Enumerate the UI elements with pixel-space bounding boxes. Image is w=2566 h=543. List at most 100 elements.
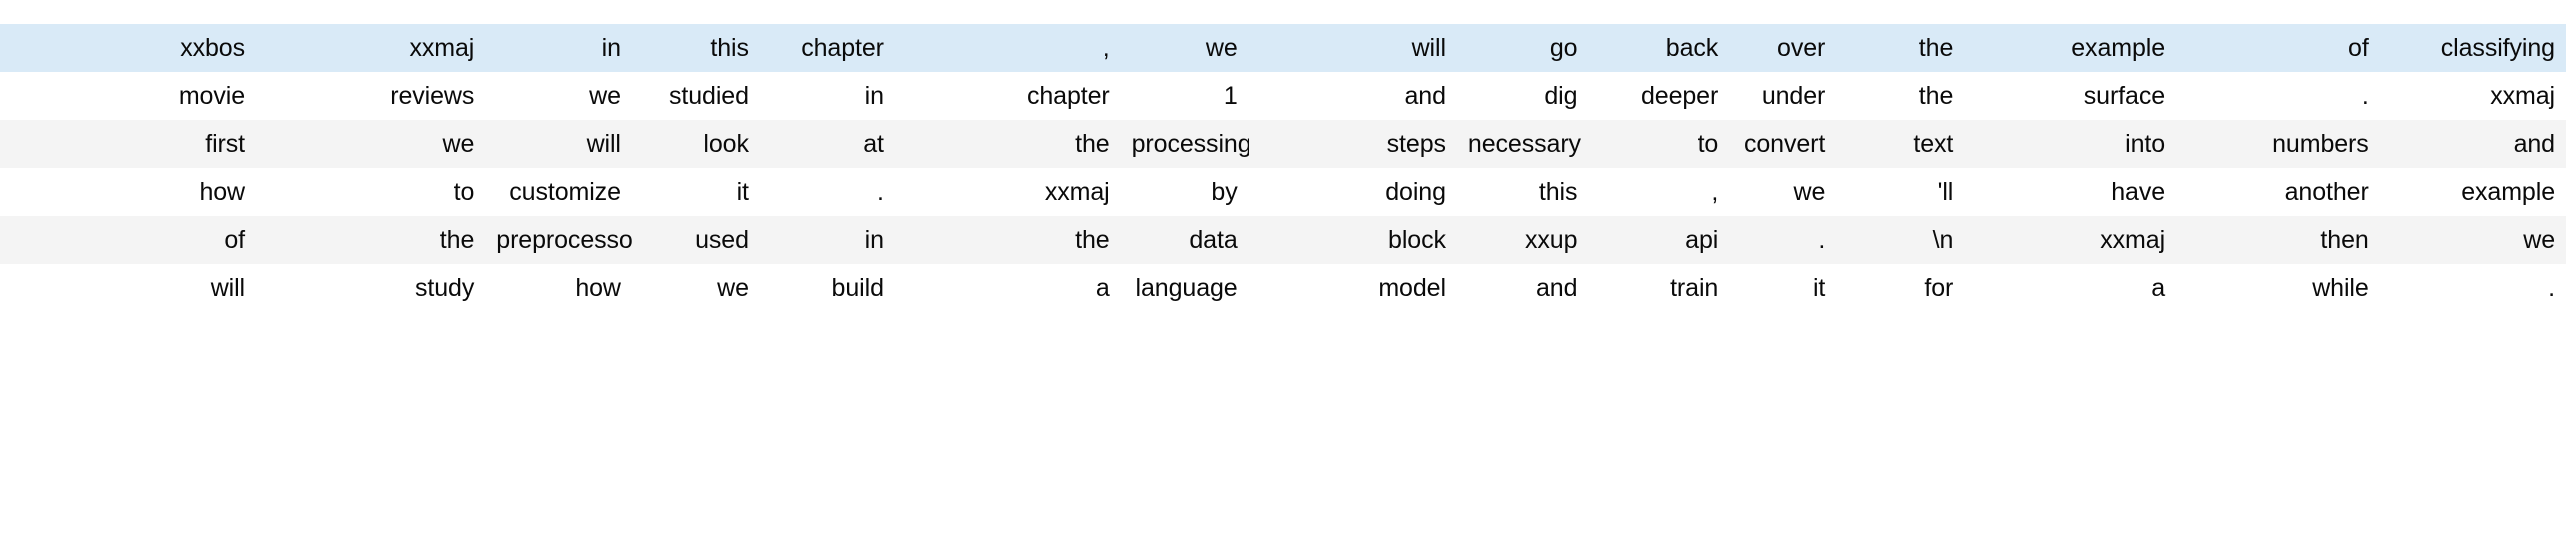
table-row: movie reviews we studied in chapter 1 an…: [0, 72, 2566, 120]
token-cell: look: [631, 120, 760, 168]
token-cell: example: [2379, 168, 2566, 216]
token-cell: 1: [1120, 72, 1249, 120]
token-cell: text: [1836, 120, 1965, 168]
token-cell: and: [1456, 264, 1589, 312]
token-cell: this: [1456, 168, 1589, 216]
token-cell: \n: [1836, 216, 1965, 264]
token-cell: how: [485, 264, 632, 312]
token-cell: xxmaj: [894, 168, 1121, 216]
token-cell: have: [1964, 168, 2177, 216]
token-cell: we: [1120, 24, 1249, 72]
token-cell: ,: [894, 24, 1121, 72]
token-cell: it: [631, 168, 760, 216]
token-cell: reviews: [256, 72, 486, 120]
token-cell: studied: [631, 72, 760, 120]
token-cell: xxmaj: [1964, 216, 2177, 264]
token-cell: of: [124, 216, 257, 264]
token-cell: back: [1588, 24, 1730, 72]
token-cell: [0, 24, 125, 72]
token-cell: we: [1729, 168, 1837, 216]
token-cell: [0, 168, 125, 216]
token-cell: chapter: [759, 24, 895, 72]
token-cell: first: [124, 120, 257, 168]
token-cell: the: [894, 216, 1121, 264]
token-cell: a: [894, 264, 1121, 312]
token-cell: train: [1588, 264, 1730, 312]
token-cell: of: [2176, 24, 2380, 72]
token-cell: .: [1729, 216, 1837, 264]
token-cell: surface: [1964, 72, 2177, 120]
token-cell: by: [1120, 168, 1249, 216]
token-table-body: xxbos xxmaj in this chapter , we will go…: [0, 24, 2566, 312]
token-cell: go: [1456, 24, 1589, 72]
token-cell: doing: [1248, 168, 1457, 216]
token-cell: used: [631, 216, 760, 264]
token-cell: and: [1248, 72, 1457, 120]
token-cell: classifying: [2379, 24, 2566, 72]
token-cell: for: [1836, 264, 1965, 312]
token-cell: api: [1588, 216, 1730, 264]
token-cell: example: [1964, 24, 2177, 72]
token-cell: deeper: [1588, 72, 1730, 120]
token-cell: to: [1588, 120, 1730, 168]
token-cell: we: [256, 120, 486, 168]
token-cell: chapter: [894, 72, 1121, 120]
token-cell: we: [485, 72, 632, 120]
token-cell: data: [1120, 216, 1249, 264]
token-cell: necessary: [1456, 120, 1589, 168]
token-cell: xxmaj: [2379, 72, 2566, 120]
token-cell: .: [2176, 72, 2380, 120]
token-cell: the: [1836, 24, 1965, 72]
token-cell: .: [2379, 264, 2566, 312]
token-cell: will: [485, 120, 632, 168]
token-cell: the: [1836, 72, 1965, 120]
token-cell: to: [256, 168, 486, 216]
token-cell: [0, 264, 125, 312]
token-cell: we: [631, 264, 760, 312]
token-cell: the: [256, 216, 486, 264]
token-cell: processing: [1120, 120, 1249, 168]
table-row: xxbos xxmaj in this chapter , we will go…: [0, 24, 2566, 72]
token-cell: .: [759, 168, 895, 216]
table-row: will study how we build a language model…: [0, 264, 2566, 312]
token-cell: in: [485, 24, 632, 72]
token-table: xxbos xxmaj in this chapter , we will go…: [0, 24, 2566, 312]
token-cell: will: [124, 264, 257, 312]
token-cell: then: [2176, 216, 2380, 264]
token-cell: steps: [1248, 120, 1457, 168]
token-cell: model: [1248, 264, 1457, 312]
token-cell: how: [124, 168, 257, 216]
token-cell: preprocessor: [485, 216, 632, 264]
table-row: of the preprocessor used in the data blo…: [0, 216, 2566, 264]
token-cell: in: [759, 72, 895, 120]
token-cell: build: [759, 264, 895, 312]
token-cell: dig: [1456, 72, 1589, 120]
token-cell: the: [894, 120, 1121, 168]
token-cell: movie: [124, 72, 257, 120]
token-cell: a: [1964, 264, 2177, 312]
token-cell: ,: [1588, 168, 1730, 216]
token-cell: another: [2176, 168, 2380, 216]
token-cell: in: [759, 216, 895, 264]
token-cell: xxmaj: [256, 24, 486, 72]
token-cell: [0, 72, 125, 120]
token-cell: will: [1248, 24, 1457, 72]
token-cell: study: [256, 264, 486, 312]
table-row: first we will look at the processing ste…: [0, 120, 2566, 168]
token-cell: under: [1729, 72, 1837, 120]
token-cell: this: [631, 24, 760, 72]
token-cell: xxup: [1456, 216, 1589, 264]
token-cell: at: [759, 120, 895, 168]
token-cell: into: [1964, 120, 2177, 168]
token-cell: language: [1120, 264, 1249, 312]
token-cell: customize: [485, 168, 632, 216]
token-cell: 'll: [1836, 168, 1965, 216]
token-cell: xxbos: [124, 24, 257, 72]
token-cell: and: [2379, 120, 2566, 168]
token-cell: convert: [1729, 120, 1837, 168]
table-row: how to customize it . xxmaj by doing thi…: [0, 168, 2566, 216]
token-cell: [0, 216, 125, 264]
token-cell: while: [2176, 264, 2380, 312]
token-cell: numbers: [2176, 120, 2380, 168]
